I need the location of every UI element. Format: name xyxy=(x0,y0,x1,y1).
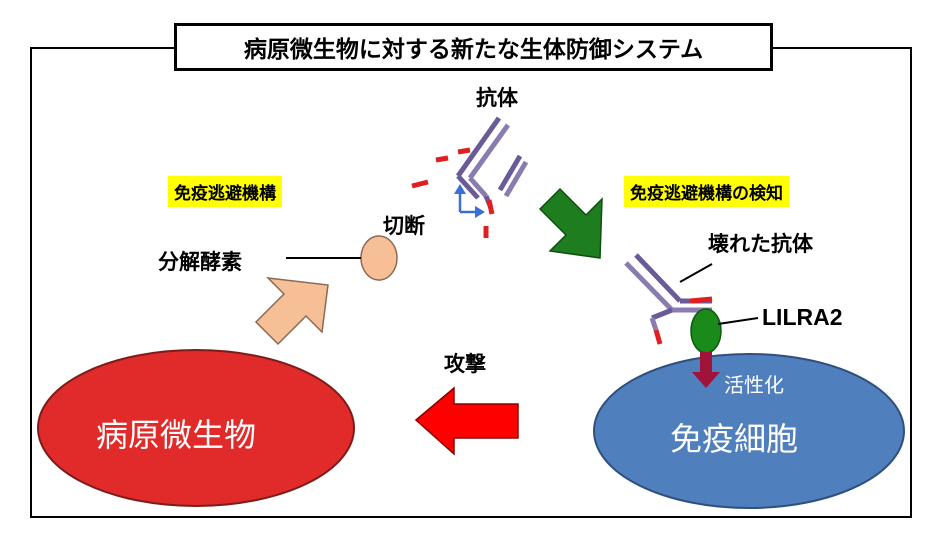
lilra2-pointer xyxy=(717,317,759,325)
attack-label: 攻撃 xyxy=(444,352,486,376)
antibody-label: 抗体 xyxy=(476,86,518,110)
enzyme-label: 分解酵素 xyxy=(158,250,242,274)
activation-arrow xyxy=(692,352,720,388)
detection-arrow xyxy=(538,187,603,259)
cleavage-label: 切断 xyxy=(383,214,425,238)
enzyme-release-arrow xyxy=(254,277,329,346)
pathogen-label: 病原微生物 xyxy=(96,416,257,454)
enzyme-circle xyxy=(360,235,398,281)
diagram-title: 病原微生物に対する新たな生体防御システム xyxy=(174,23,773,71)
immune-evasion-tag: 免疫逃避機構 xyxy=(168,176,282,207)
broken-antibody-pointer xyxy=(679,263,713,283)
cleavage-arrows xyxy=(454,184,485,218)
immune-evasion-detection-tag: 免疫逃避機構の検知 xyxy=(624,176,789,207)
broken-antibody-label: 壊れた抗体 xyxy=(708,232,813,256)
intact-antibody xyxy=(411,116,529,238)
attack-arrow xyxy=(414,386,519,456)
pathogen-cell xyxy=(37,349,355,507)
immune-cell xyxy=(593,353,905,509)
activation-label: 活性化 xyxy=(724,373,784,397)
lilra2-receptor xyxy=(690,308,722,354)
immune-cell-label: 免疫細胞 xyxy=(670,420,799,458)
lilra2-label: LILRA2 xyxy=(762,304,843,330)
